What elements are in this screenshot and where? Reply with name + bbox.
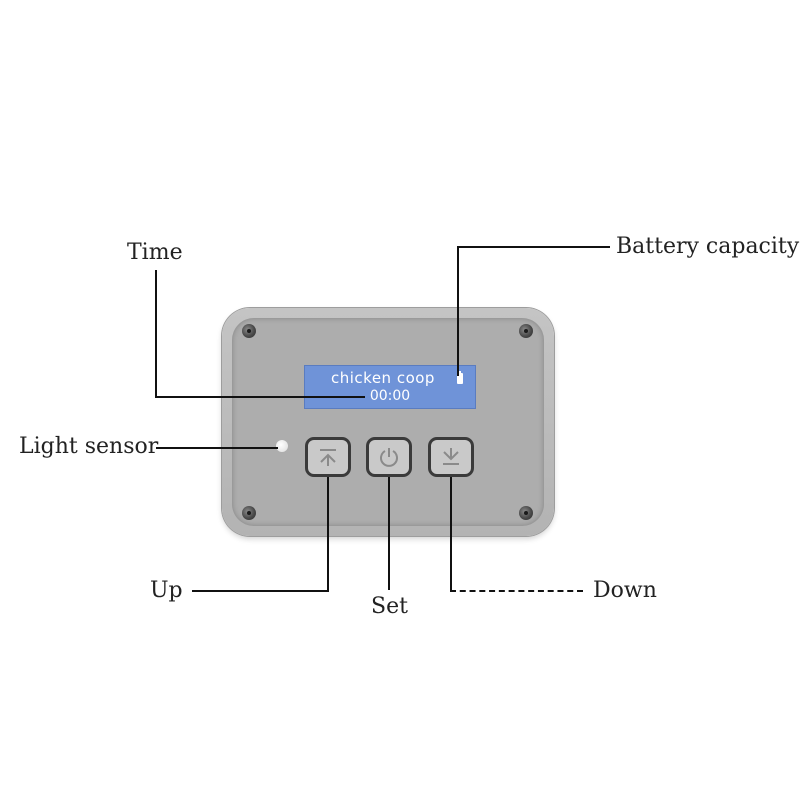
screw-top-right: [519, 324, 533, 338]
up-leader-vertical: [327, 477, 329, 591]
down-leader-vertical: [450, 477, 452, 591]
battery-icon: [457, 371, 463, 384]
battery-leader-horizontal: [457, 246, 610, 248]
label-light-sensor: Light sensor: [19, 434, 159, 459]
controller-device: [222, 308, 554, 536]
down-leader-horizontal: [450, 590, 583, 592]
up-button[interactable]: [305, 437, 351, 477]
lcd-display: chicken coop 00:00: [304, 365, 476, 409]
time-leader-vertical: [155, 270, 157, 397]
set-leader-vertical: [388, 477, 390, 590]
label-set: Set: [371, 594, 408, 619]
power-icon: [380, 448, 398, 467]
screw-bottom-right: [519, 506, 533, 520]
set-button[interactable]: [366, 437, 412, 477]
chevron-down-to-bar-icon: [443, 448, 459, 465]
label-up: Up: [150, 578, 183, 603]
light-sensor: [276, 440, 288, 452]
battery-leader-vertical: [457, 246, 459, 376]
lcd-title: chicken coop: [331, 369, 435, 387]
light-sensor-leader: [156, 447, 278, 449]
label-battery-capacity: Battery capacity: [616, 234, 800, 259]
down-button[interactable]: [428, 437, 474, 477]
lcd-time: 00:00: [369, 388, 411, 404]
up-leader-horizontal: [192, 590, 329, 592]
time-leader-horizontal: [155, 396, 365, 398]
screw-top-left: [242, 324, 256, 338]
label-time: Time: [127, 240, 183, 265]
screw-bottom-left: [242, 506, 256, 520]
label-down: Down: [593, 578, 657, 603]
chevron-up-to-bar-icon: [320, 449, 336, 466]
